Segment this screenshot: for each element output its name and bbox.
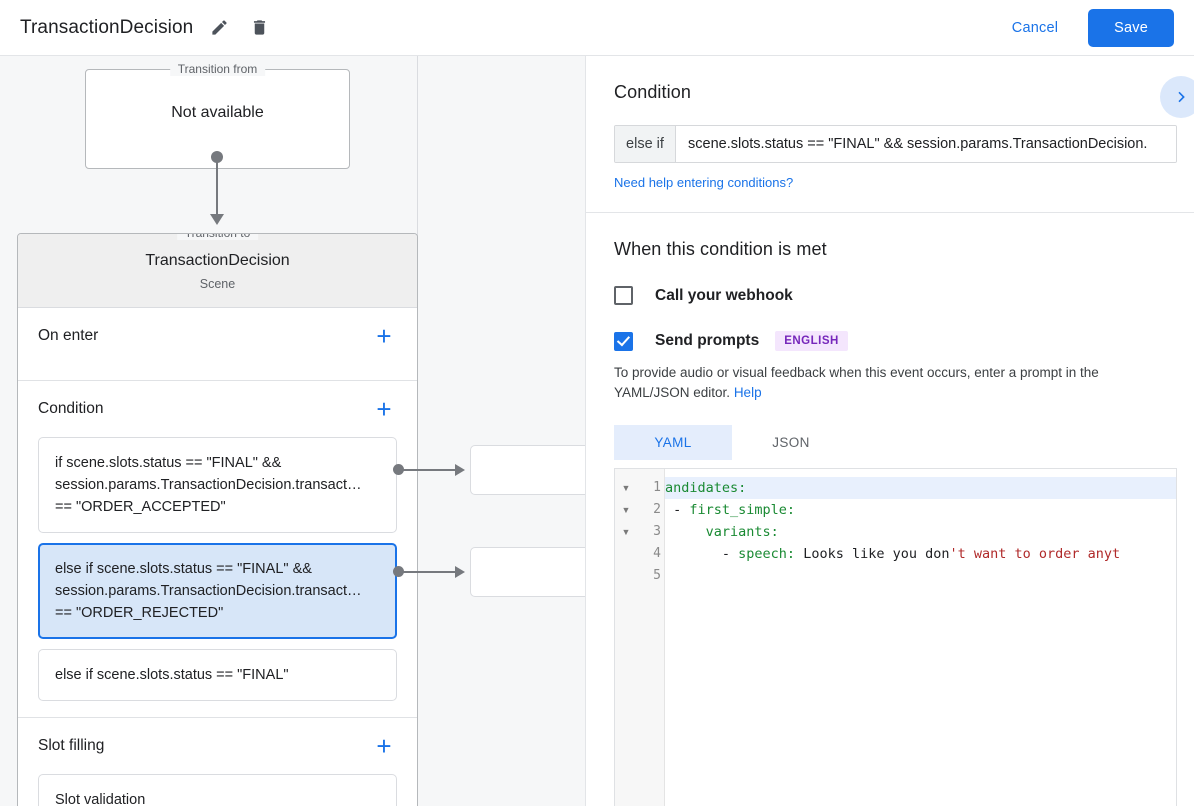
condition-2-output-arrow: [455, 566, 465, 578]
condition-prefix-label: else if: [615, 126, 676, 162]
panel-divider: [586, 212, 1194, 213]
flow-canvas[interactable]: Transition from Not available Transition…: [0, 56, 585, 806]
call-webhook-label: Call your webhook: [655, 286, 793, 304]
code-line[interactable]: - first_simple:: [665, 499, 1176, 521]
trash-icon[interactable]: [245, 14, 273, 42]
condition-2-output-dot: [393, 566, 404, 577]
details-panel: Condition else if Need help entering con…: [585, 56, 1194, 806]
scene-header: TransactionDecision Scene: [18, 234, 417, 308]
editor-fold-gutter[interactable]: ▼ ▼ ▼: [615, 469, 637, 806]
condition-2-output-line: [403, 571, 458, 573]
fold-toggle-icon[interactable]: ▼: [621, 505, 631, 515]
line-number: 1: [653, 480, 661, 495]
condition-1-output-dot: [393, 464, 404, 475]
section-slot-filling: Slot filling + Slot validation: [18, 718, 417, 806]
prompts-helper-text: To provide audio or visual feedback when…: [614, 363, 1166, 403]
fold-spacer: [615, 543, 637, 565]
condition-item-2[interactable]: else if scene.slots.status == "FINAL" &&…: [38, 543, 397, 639]
section-condition: Condition + if scene.slots.status == "FI…: [18, 381, 417, 718]
prompts-help-link[interactable]: Help: [733, 385, 762, 400]
transition-from-value: Not available: [171, 104, 264, 121]
condition-1-output-line: [403, 469, 458, 471]
fold-spacer: [615, 565, 637, 587]
code-line[interactable]: variants:: [665, 521, 1176, 543]
code-token: 't want to order anyt: [949, 546, 1121, 562]
save-button[interactable]: Save: [1088, 8, 1174, 47]
condition-item-3[interactable]: else if scene.slots.status == "FINAL": [38, 649, 397, 701]
line-number: 2: [653, 502, 661, 517]
send-prompts-row: Send prompts ENGLISH: [614, 331, 1166, 351]
section-condition-header: Condition +: [38, 381, 397, 437]
language-badge: ENGLISH: [775, 331, 848, 351]
flow-canvas-inner: Transition from Not available Transition…: [0, 56, 585, 806]
line-number: 4: [653, 546, 661, 561]
section-condition-title: Condition: [38, 400, 104, 417]
section-slot-filling-title: Slot filling: [38, 737, 105, 754]
when-condition-met-section: When this condition is met Call your web…: [586, 213, 1194, 806]
webhook-row: Call your webhook: [614, 286, 1166, 305]
editor-code-area[interactable]: andidates: - first_simple: variants: - s…: [665, 469, 1176, 806]
when-condition-met-heading: When this condition is met: [614, 239, 827, 259]
code-line[interactable]: - speech: Looks like you don't want to o…: [665, 543, 1176, 565]
prompts-helper-sentence: To provide audio or visual feedback when…: [614, 365, 1099, 400]
scene-name: TransactionDecision: [145, 252, 290, 269]
condition-2-target-box[interactable]: [470, 547, 585, 597]
code-token: [665, 524, 706, 540]
condition-input-row: else if: [614, 125, 1177, 163]
line-number: 3: [653, 524, 661, 539]
section-on-enter: On enter +: [18, 308, 417, 381]
condition-expression-input[interactable]: [676, 126, 1176, 162]
condition-heading: Condition: [614, 82, 691, 102]
transition-from-legend: Transition from: [169, 62, 266, 76]
code-token: variants:: [705, 524, 779, 540]
connector-line: [216, 156, 218, 218]
section-on-enter-title: On enter: [38, 327, 99, 344]
add-condition-button[interactable]: +: [376, 394, 392, 424]
section-slot-filling-header: Slot filling +: [38, 718, 397, 774]
connector-arrowhead: [210, 214, 224, 225]
code-token: -: [665, 546, 739, 562]
section-on-enter-header: On enter +: [38, 308, 397, 364]
send-prompts-checkbox[interactable]: [614, 331, 633, 351]
tab-yaml[interactable]: YAML: [614, 425, 732, 460]
code-editor[interactable]: ▼ ▼ ▼ 1 2 3 4 5 andidates: - first_simple: var…: [614, 468, 1177, 806]
chevron-right-icon[interactable]: [1160, 76, 1194, 118]
condition-1-target-box[interactable]: [470, 445, 585, 495]
fold-toggle-icon[interactable]: ▼: [621, 527, 631, 537]
condition-1-output-arrow: [455, 464, 465, 476]
fold-toggle-icon[interactable]: ▼: [621, 483, 631, 493]
editor-line-gutter: 1 2 3 4 5: [637, 469, 665, 806]
line-number: 5: [653, 568, 661, 583]
slot-validation-item[interactable]: Slot validation: [38, 774, 397, 806]
code-token: first_simple:: [689, 502, 796, 518]
add-slot-filling-button[interactable]: +: [376, 731, 392, 761]
transition-to-node[interactable]: Transition to TransactionDecision Scene …: [17, 233, 418, 806]
code-token: -: [665, 502, 690, 518]
condition-help-link[interactable]: Need help entering conditions?: [614, 175, 794, 190]
condition-item-1[interactable]: if scene.slots.status == "FINAL" && sess…: [38, 437, 397, 533]
send-prompts-label: Send prompts: [655, 332, 760, 349]
transition-to-legend: Transition to: [176, 234, 259, 240]
top-header: TransactionDecision Cancel Save: [0, 0, 1194, 56]
condition-section: Condition else if Need help entering con…: [586, 56, 1194, 212]
code-token: andidates:: [665, 480, 747, 496]
code-token: Looks like you don: [795, 546, 950, 562]
cancel-button[interactable]: Cancel: [996, 11, 1074, 45]
call-webhook-checkbox[interactable]: [614, 286, 633, 305]
code-line[interactable]: andidates:: [665, 477, 1176, 499]
code-line[interactable]: [665, 565, 1176, 587]
editor-format-tabs: YAML JSON: [614, 425, 1166, 460]
add-on-enter-button[interactable]: +: [376, 321, 392, 351]
pencil-icon[interactable]: [205, 14, 233, 42]
scene-kind: Scene: [199, 277, 236, 291]
tab-json[interactable]: JSON: [772, 435, 810, 450]
code-token: speech:: [738, 546, 796, 562]
page-title: TransactionDecision: [20, 16, 194, 38]
